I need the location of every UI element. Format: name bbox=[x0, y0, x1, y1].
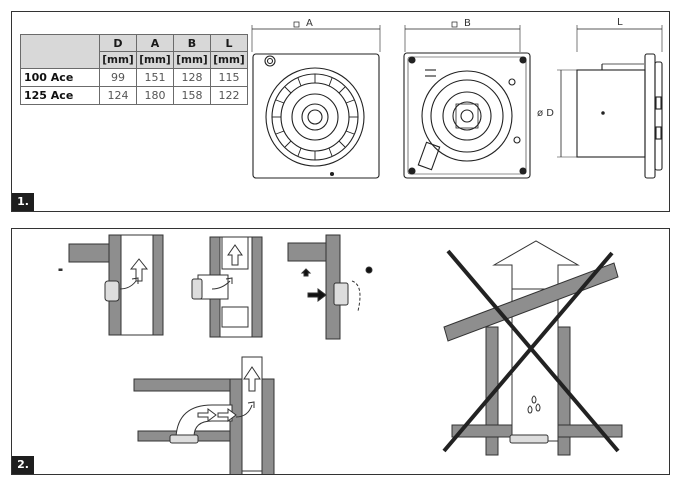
column-unit-d: [mm] bbox=[99, 51, 137, 69]
model-name: 125 Ace bbox=[20, 86, 100, 105]
fan-side-view bbox=[557, 25, 663, 179]
table-corner-cell bbox=[20, 34, 100, 69]
value-cell: 151 bbox=[136, 68, 174, 87]
step-badge-2: 2. bbox=[12, 456, 34, 474]
table-row: 100 Ace 99 151 128 115 bbox=[20, 68, 248, 87]
dimension-label-a: A bbox=[306, 18, 313, 29]
step-badge-1: 1. bbox=[12, 193, 34, 211]
install-wall-duct-1 bbox=[58, 234, 164, 336]
fan-technical-drawings: A B bbox=[251, 17, 663, 179]
install-roof-crossed-out bbox=[442, 240, 623, 456]
table-header-row: D A B L bbox=[20, 34, 248, 69]
value-cell: 180 bbox=[136, 86, 174, 105]
install-wall-duct-2 bbox=[191, 236, 263, 338]
column-header-b: B bbox=[173, 34, 211, 52]
column-unit-l: [mm] bbox=[210, 51, 248, 69]
dimension-label-l: L bbox=[617, 17, 623, 28]
dimension-label-b: B bbox=[464, 18, 471, 29]
column-unit-b: [mm] bbox=[173, 51, 211, 69]
fan-rear-view bbox=[403, 21, 531, 179]
dimensions-panel: D A B L [mm] [mm] [mm] [mm] 100 Ace 99 1… bbox=[11, 11, 670, 212]
value-cell: 128 bbox=[173, 68, 211, 87]
table-units-row: [mm] [mm] [mm] [mm] bbox=[21, 51, 248, 69]
value-cell: 122 bbox=[210, 86, 248, 105]
column-header-l: L bbox=[210, 34, 248, 52]
install-wall-mount-3 bbox=[287, 234, 373, 340]
installation-panel: 2. bbox=[11, 228, 670, 475]
fan-front-view bbox=[251, 21, 381, 179]
installation-illustrations bbox=[58, 234, 623, 474]
dimension-label-d: ø D bbox=[537, 108, 554, 119]
table-row: 125 Ace 124 180 158 122 bbox=[20, 86, 248, 105]
dimensions-table: D A B L [mm] [mm] [mm] [mm] 100 Ace 99 1… bbox=[20, 34, 248, 105]
column-header-a: A bbox=[136, 34, 174, 52]
value-cell: 124 bbox=[99, 86, 137, 105]
column-unit-a: [mm] bbox=[136, 51, 174, 69]
install-horizontal-duct-4 bbox=[133, 356, 275, 474]
